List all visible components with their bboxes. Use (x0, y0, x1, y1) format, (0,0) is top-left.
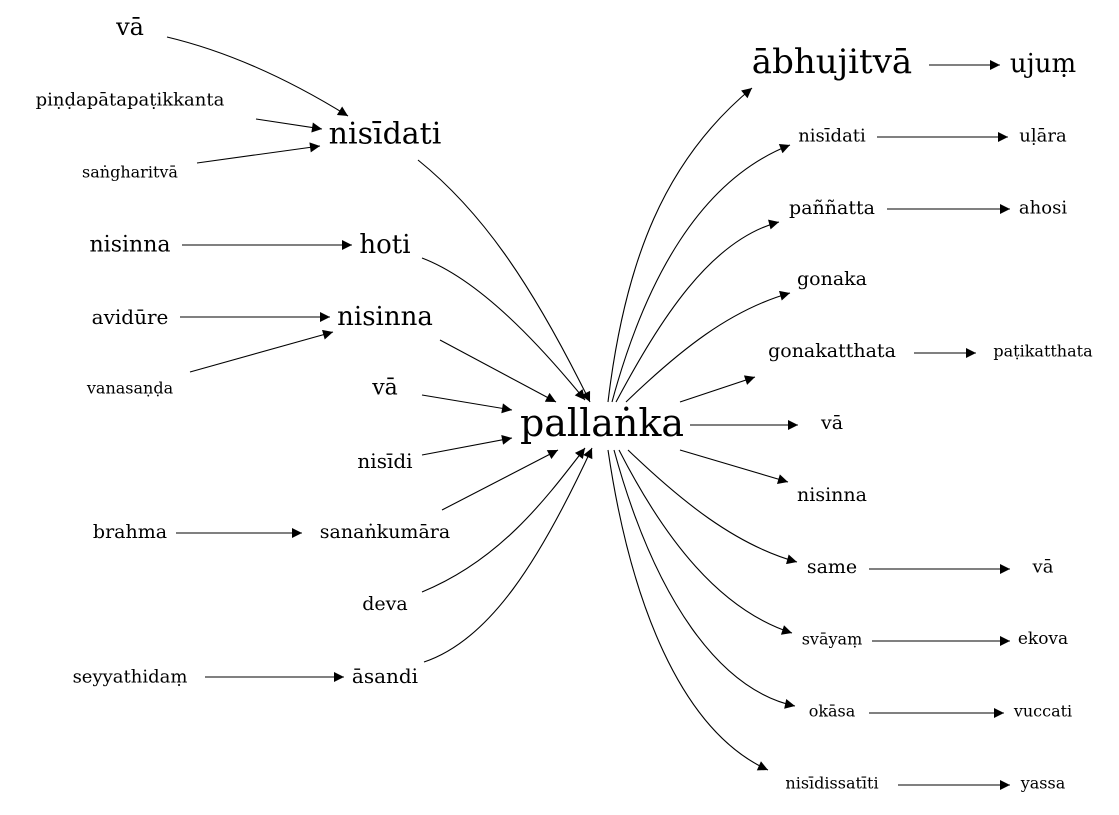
edge-pallanka-gonaka (625, 290, 791, 403)
edge-deva-pallanka (421, 447, 586, 593)
edge-nisinna-pallanka (439, 339, 557, 403)
node-va-right: vā (820, 412, 843, 434)
node-deva: deva (362, 593, 407, 615)
node-svayam: svāyaṃ (802, 630, 863, 649)
node-avidure: avidūre (92, 305, 169, 329)
node-gonaka: gonaka (797, 268, 867, 290)
edge-pallanka-same (627, 449, 798, 565)
node-pallanka-center: pallaṅka (520, 401, 684, 445)
node-same: same (807, 556, 857, 578)
node-va-far-right: vā (1032, 557, 1054, 578)
node-sangharitva: saṅgharitvā (82, 163, 178, 182)
node-nisidati-right: nisīdati (798, 126, 866, 147)
node-nisinna-middle: nisinna (337, 302, 433, 332)
node-gonakatthata: gonakatthata (768, 340, 896, 362)
edge-pallanka-nisinna-r (679, 449, 789, 484)
node-nisidi: nisīdi (357, 449, 412, 473)
node-nisidissatiti: nisīdissatīti (785, 774, 878, 793)
edge-hoti-pallanka (421, 257, 586, 401)
node-pindapatapatikkanta: piṇḍapātapaṭikkanta (36, 90, 225, 111)
edge-asandi-pallanka (423, 447, 593, 663)
node-ulara: uḷāra (1019, 126, 1067, 147)
node-yassa: yassa (1020, 774, 1066, 793)
edge-pindapata-nisidati (255, 118, 323, 133)
edge-pallanka-pannatta (615, 219, 780, 403)
edge-nisidi-pallanka (421, 434, 513, 456)
node-patikatthata: paṭikatthata (993, 342, 1093, 361)
node-va-middle: vā (371, 376, 398, 401)
node-abhujitva: ābhujitvā (752, 42, 912, 82)
node-vuccati: vuccati (1013, 702, 1072, 721)
node-pannatta: paññatta (789, 197, 875, 219)
edge-sangharitva-nisidati (196, 142, 321, 164)
node-okasa: okāsa (809, 702, 856, 721)
node-ujum: ujuṃ (1010, 49, 1076, 79)
node-brahma: brahma (93, 521, 167, 543)
edge-va-pallanka (421, 394, 513, 414)
node-asandi: āsandi (352, 664, 418, 688)
node-nisinna-right: nisinna (797, 484, 867, 506)
node-sanankumara: sanaṅkumāra (320, 521, 450, 543)
node-ahosi: ahosi (1019, 198, 1067, 219)
edge-vanasanda-nisinna (189, 329, 334, 373)
edge-pallanka-okasa (613, 449, 796, 709)
node-seyyathidam: seyyathidaṃ (73, 667, 188, 688)
edge-va-nisidati (166, 36, 349, 117)
edge-sanankumara-pallanka (441, 449, 559, 511)
edge-nisidati-pallanka (417, 159, 591, 403)
node-nisidati-left: nisīdati (329, 117, 442, 152)
edge-pallanka-nisidati-r (611, 143, 791, 403)
edge-pallanka-abhujitva (607, 87, 753, 403)
edge-pallanka-nisidissatiti (607, 449, 769, 771)
edge-pallanka-gonakatthata (679, 375, 756, 403)
node-layer: vā piṇḍapātapaṭikkanta saṅgharitvā nisīd… (36, 13, 1093, 793)
edge-pallanka-svayam (618, 449, 793, 635)
node-hoti: hoti (359, 230, 410, 260)
node-vanasanda: vanasaṇḍa (86, 379, 174, 398)
node-va: vā (115, 13, 144, 41)
edge-layer (166, 36, 1010, 790)
node-ekova: ekova (1018, 629, 1068, 649)
node-nisinna-left: nisinna (90, 233, 171, 258)
